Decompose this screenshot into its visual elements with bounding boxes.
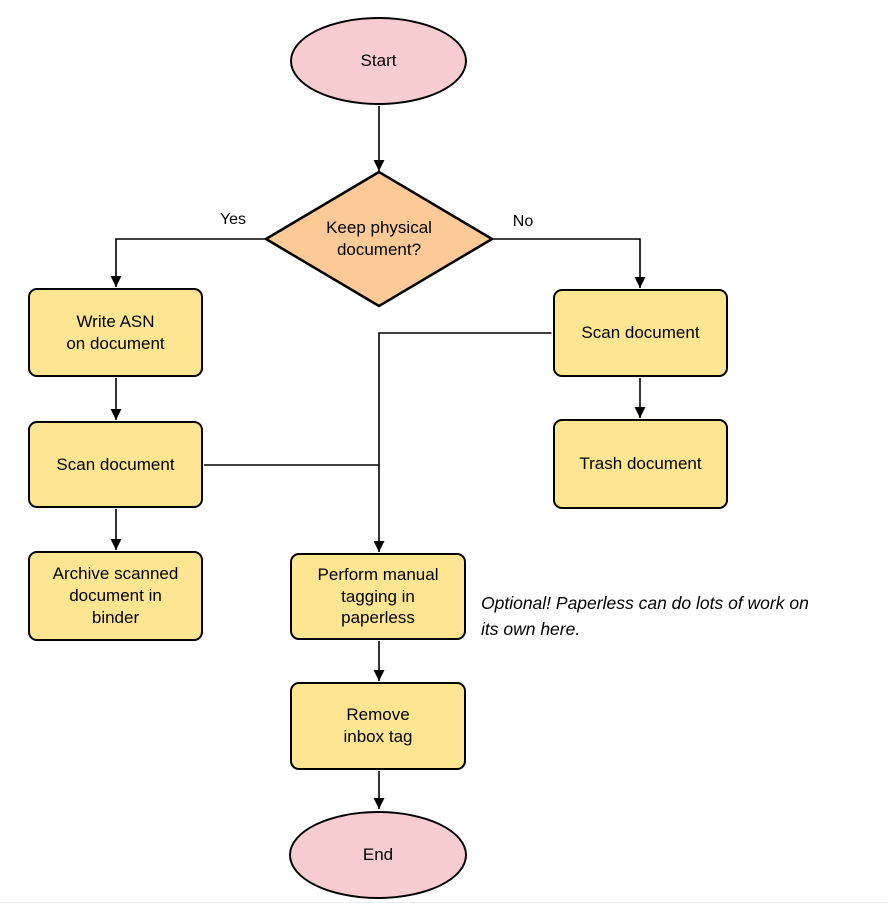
node-perform-tagging-label: Perform manual tagging in paperless — [317, 564, 439, 628]
bottom-divider — [0, 902, 888, 903]
node-scan-right: Scan document — [553, 289, 728, 377]
node-write-asn-label: Write ASN on document — [66, 311, 165, 353]
node-archive-label: Archive scanned document in binder — [52, 564, 179, 627]
annotation-optional-note: Optional! Paperless can do lots of work … — [481, 593, 809, 640]
node-perform-tagging: Perform manual tagging in paperless — [290, 553, 466, 640]
edge-decision-yes-to-write-asn — [110, 238, 266, 287]
node-decision-label: Keep physical document? — [326, 218, 432, 259]
node-scan-right-label: Scan document — [581, 323, 700, 343]
node-remove-inbox: Remove inbox tag — [290, 682, 466, 770]
edge-label-yes: Yes — [206, 211, 260, 229]
node-archive: Archive scanned document in binder — [28, 551, 203, 641]
node-trash-label: Trash document — [579, 454, 702, 474]
node-start: Start — [290, 17, 467, 105]
node-end: End — [289, 811, 467, 899]
node-trash: Trash document — [553, 419, 728, 509]
node-remove-inbox-label: Remove inbox tag — [343, 705, 413, 746]
decision-diamond-shape — [264, 170, 494, 308]
edge-scan-right-to-perform-tagging — [373, 332, 552, 552]
edge-decision-no-to-scan-right — [492, 238, 646, 288]
node-end-label: End — [362, 845, 394, 865]
node-write-asn: Write ASN on document — [28, 288, 203, 377]
node-scan-left: Scan document — [28, 421, 203, 508]
node-decision: Keep physical document? — [266, 172, 492, 306]
node-scan-left-label: Scan document — [56, 454, 175, 474]
edge-label-no: No — [496, 213, 550, 231]
node-start-label: Start — [360, 51, 397, 71]
